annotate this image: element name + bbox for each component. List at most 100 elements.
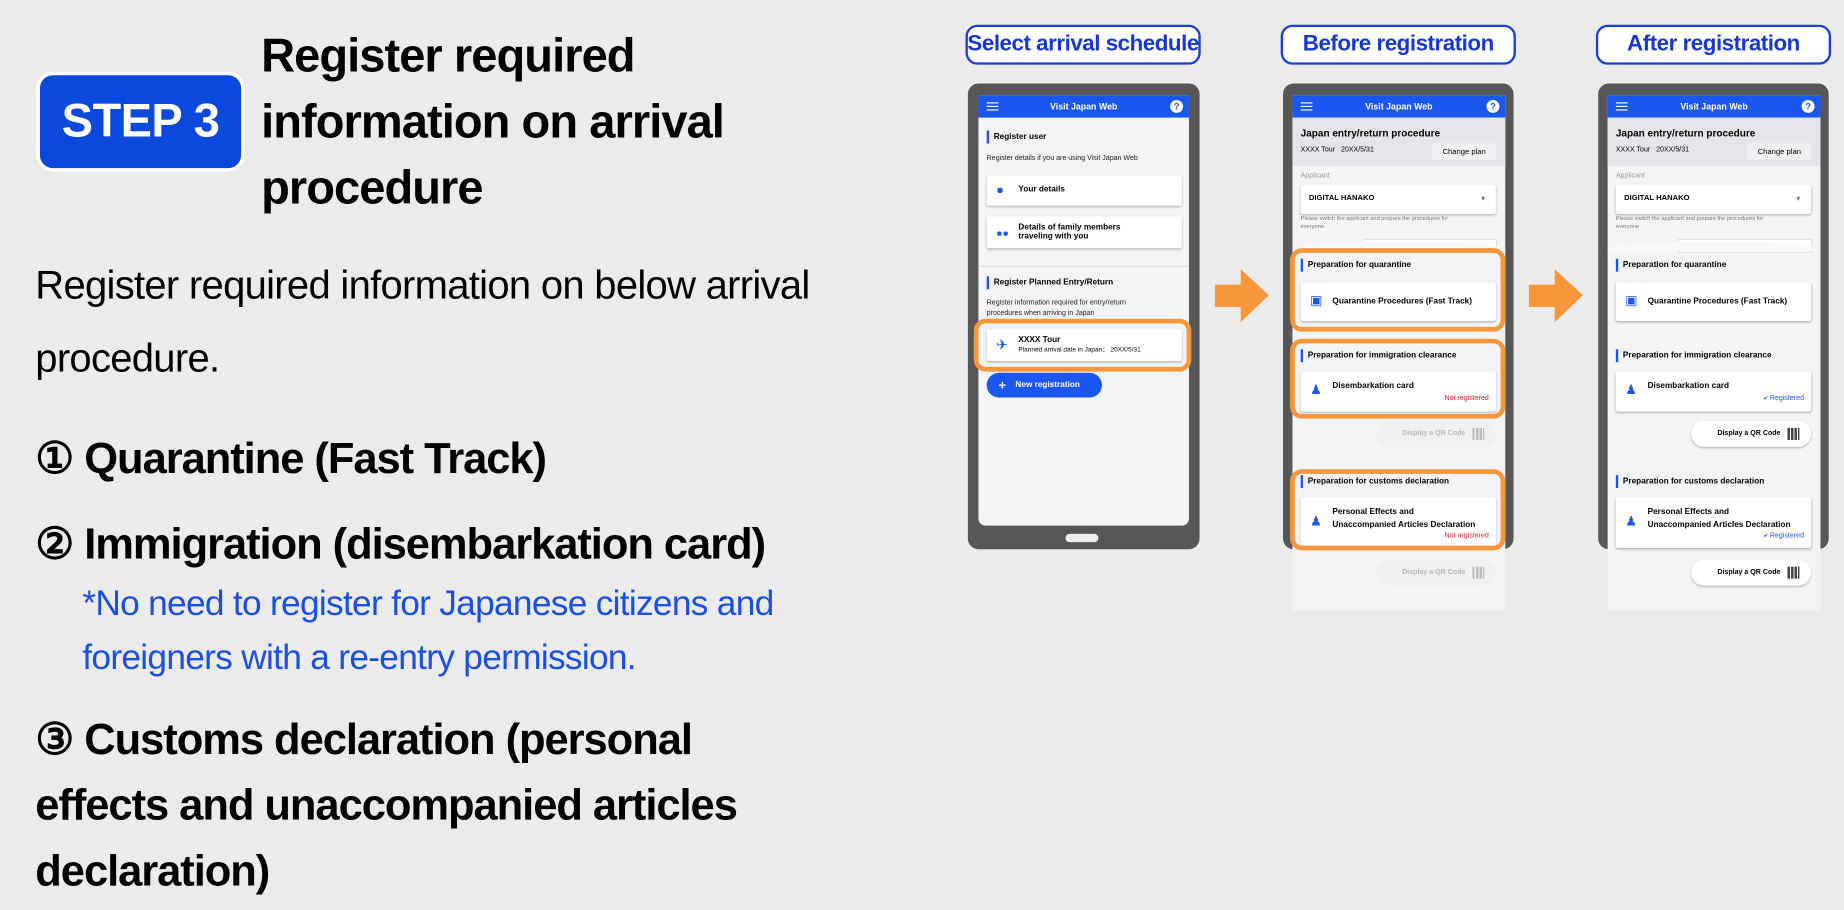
step-badge: STEP 3 [36, 71, 245, 172]
home-button [1065, 533, 1099, 543]
section-heading: Preparation for customs declaration [1300, 475, 1449, 489]
arrow-right-icon [1214, 269, 1269, 323]
tour-name: XXXX Tour [1018, 336, 1061, 345]
item-customs: declaration) [35, 846, 270, 895]
button-label: New registration [1015, 381, 1080, 390]
card-label: Your details [1018, 185, 1065, 195]
phone-screen: Visit Japan Web ? Japan entry/return pro… [1607, 95, 1821, 611]
arrow-right-icon [1528, 269, 1583, 323]
immigration-note: foreigners with a re-entry permission. [82, 638, 636, 678]
section-heading: Preparation for customs declaration [1615, 475, 1764, 489]
display-qr-button[interactable]: Display a QR Code [1691, 559, 1812, 586]
highlight-box [973, 318, 1192, 372]
section-heading: Preparation for quarantine [1615, 258, 1726, 272]
section-heading: Preparation for immigration clearance [1300, 349, 1456, 363]
menu-icon[interactable] [1300, 102, 1313, 111]
applicant-value: DIGITAL HANAKO [1308, 194, 1375, 203]
highlight-box [1290, 469, 1506, 551]
title-line: Register required [261, 30, 635, 83]
hint: Please switch the applicant and prepare … [1300, 216, 1449, 223]
app-header: Visit Japan Web ? [1607, 95, 1821, 118]
title-line: procedure [261, 162, 484, 215]
help-icon[interactable]: ? [1170, 99, 1184, 113]
display-qr-button[interactable]: Display a QR Code [1691, 421, 1812, 447]
applicant-value: DIGITAL HANAKO [1624, 194, 1690, 203]
customs-card[interactable]: ♟ Personal Effects and Unaccompanied Art… [1615, 497, 1812, 549]
intro-text: Register required information on below a… [35, 263, 810, 309]
section-heading: Preparation for immigration clearance [1615, 349, 1772, 363]
qr-code-icon [1787, 566, 1800, 579]
cut-wave [1292, 241, 1506, 251]
card-label: Unaccompanied Articles Declaration [1647, 520, 1791, 530]
customs-officer-icon: ♟ [1625, 515, 1637, 530]
card-label: Unaccompanied Articles Declaration [1332, 520, 1476, 530]
quarantine-icon: ▣ [1310, 294, 1323, 309]
item-quarantine: ① Quarantine (Fast Track) [35, 433, 547, 483]
card-label: Quarantine Procedures (Fast Track) [1332, 297, 1472, 306]
intro-text: procedure. [35, 336, 220, 382]
qr-code-icon [1472, 428, 1485, 440]
section-desc: procedures when arriving in Japan [986, 310, 1095, 318]
quarantine-card[interactable]: ▣ Quarantine Procedures (Fast Track) [1615, 282, 1812, 322]
plan-band: Japan entry/return procedure XXXX Tour 2… [1607, 117, 1821, 166]
status-badge: ✔ Registered [1763, 533, 1804, 540]
hint: Please switch the applicant and prepare … [1615, 216, 1764, 223]
item-customs: effects and unaccompanied articles [35, 780, 738, 830]
phone-screen: Visit Japan Web ? Japan entry/return pro… [1290, 95, 1506, 611]
help-icon[interactable]: ? [1801, 99, 1815, 113]
tour-date: Planned arrival date in Japan： 20XX/5/31 [1018, 346, 1141, 354]
family-details-card[interactable]: ●● Details of family members traveling w… [986, 216, 1182, 249]
status-badge: ✔ Registered [1763, 395, 1804, 402]
display-qr-button[interactable]: Display a QR Code [1375, 421, 1496, 447]
plan-band: Japan entry/return procedure XXXX Tour 2… [1292, 117, 1506, 166]
applicant-label: Applicant [1615, 172, 1645, 180]
menu-icon[interactable] [986, 102, 999, 111]
customs-officer-icon: ♟ [1310, 515, 1322, 530]
immigration-officer-icon: ♟ [1625, 383, 1637, 398]
status-text: Registered [1769, 395, 1805, 403]
page-title: Japan entry/return procedure [1615, 127, 1756, 139]
qr-label: Display a QR Code [1717, 569, 1781, 577]
status-badge: Not registered [1445, 533, 1489, 540]
airplane-icon: ✈ [996, 336, 1008, 353]
person-icon: ● [996, 183, 1004, 198]
help-icon[interactable]: ? [1486, 99, 1500, 113]
qr-label: Display a QR Code [1717, 430, 1781, 438]
chevron-down-icon: ▾ [1796, 195, 1801, 204]
immigration-officer-icon: ♟ [1310, 383, 1322, 398]
status-text: Not registered [1444, 532, 1489, 540]
section-heading: Preparation for quarantine [1300, 258, 1411, 272]
section-heading: Register user [986, 130, 1046, 144]
label-select-arrival: Select arrival schedule [965, 24, 1201, 65]
change-plan-button[interactable]: Change plan [1432, 143, 1496, 160]
customs-card[interactable]: ♟ Personal Effects and Unaccompanied Art… [1300, 497, 1496, 549]
qr-label: Display a QR Code [1402, 430, 1466, 438]
applicant-select[interactable]: DIGITAL HANAKO ▾ [1615, 184, 1812, 215]
check-circle-icon: ✔ [1763, 532, 1770, 540]
immigration-note: *No need to register for Japanese citize… [82, 584, 774, 624]
section-desc: Register details if you are using Visit … [986, 155, 1138, 163]
item-immigration: ② Immigration (disembarkation card) [35, 519, 766, 569]
applicant-select[interactable]: DIGITAL HANAKO ▾ [1300, 184, 1496, 215]
card-label: Details of family members [1018, 223, 1121, 232]
plan-info: XXXX Tour 20XX/5/31 [1300, 147, 1374, 155]
tour-card[interactable]: ✈ XXXX Tour Planned arrival date in Japa… [986, 329, 1182, 362]
app-title: Visit Japan Web [1680, 101, 1748, 112]
your-details-card[interactable]: ● Your details [986, 175, 1182, 206]
qr-label: Display a QR Code [1402, 569, 1466, 577]
menu-icon[interactable] [1615, 102, 1628, 111]
highlight-box [1290, 248, 1506, 332]
quarantine-card[interactable]: ▣ Quarantine Procedures (Fast Track) [1300, 282, 1496, 322]
change-plan-button[interactable]: Change plan [1747, 143, 1812, 160]
qr-code-icon [1472, 566, 1485, 579]
card-label: traveling with you [1018, 232, 1089, 242]
people-icon: ●● [996, 226, 1009, 239]
disembarkation-card[interactable]: ♟ Disembarkation card Not registered [1300, 371, 1496, 412]
card-label: Personal Effects and [1647, 508, 1730, 517]
display-qr-button[interactable]: Display a QR Code [1375, 559, 1496, 586]
plus-icon: + [998, 378, 1007, 393]
card-label: Disembarkation card [1647, 382, 1730, 391]
disembarkation-card[interactable]: ♟ Disembarkation card ✔ Registered [1615, 371, 1812, 412]
new-registration-button[interactable]: + New registration [986, 372, 1102, 398]
